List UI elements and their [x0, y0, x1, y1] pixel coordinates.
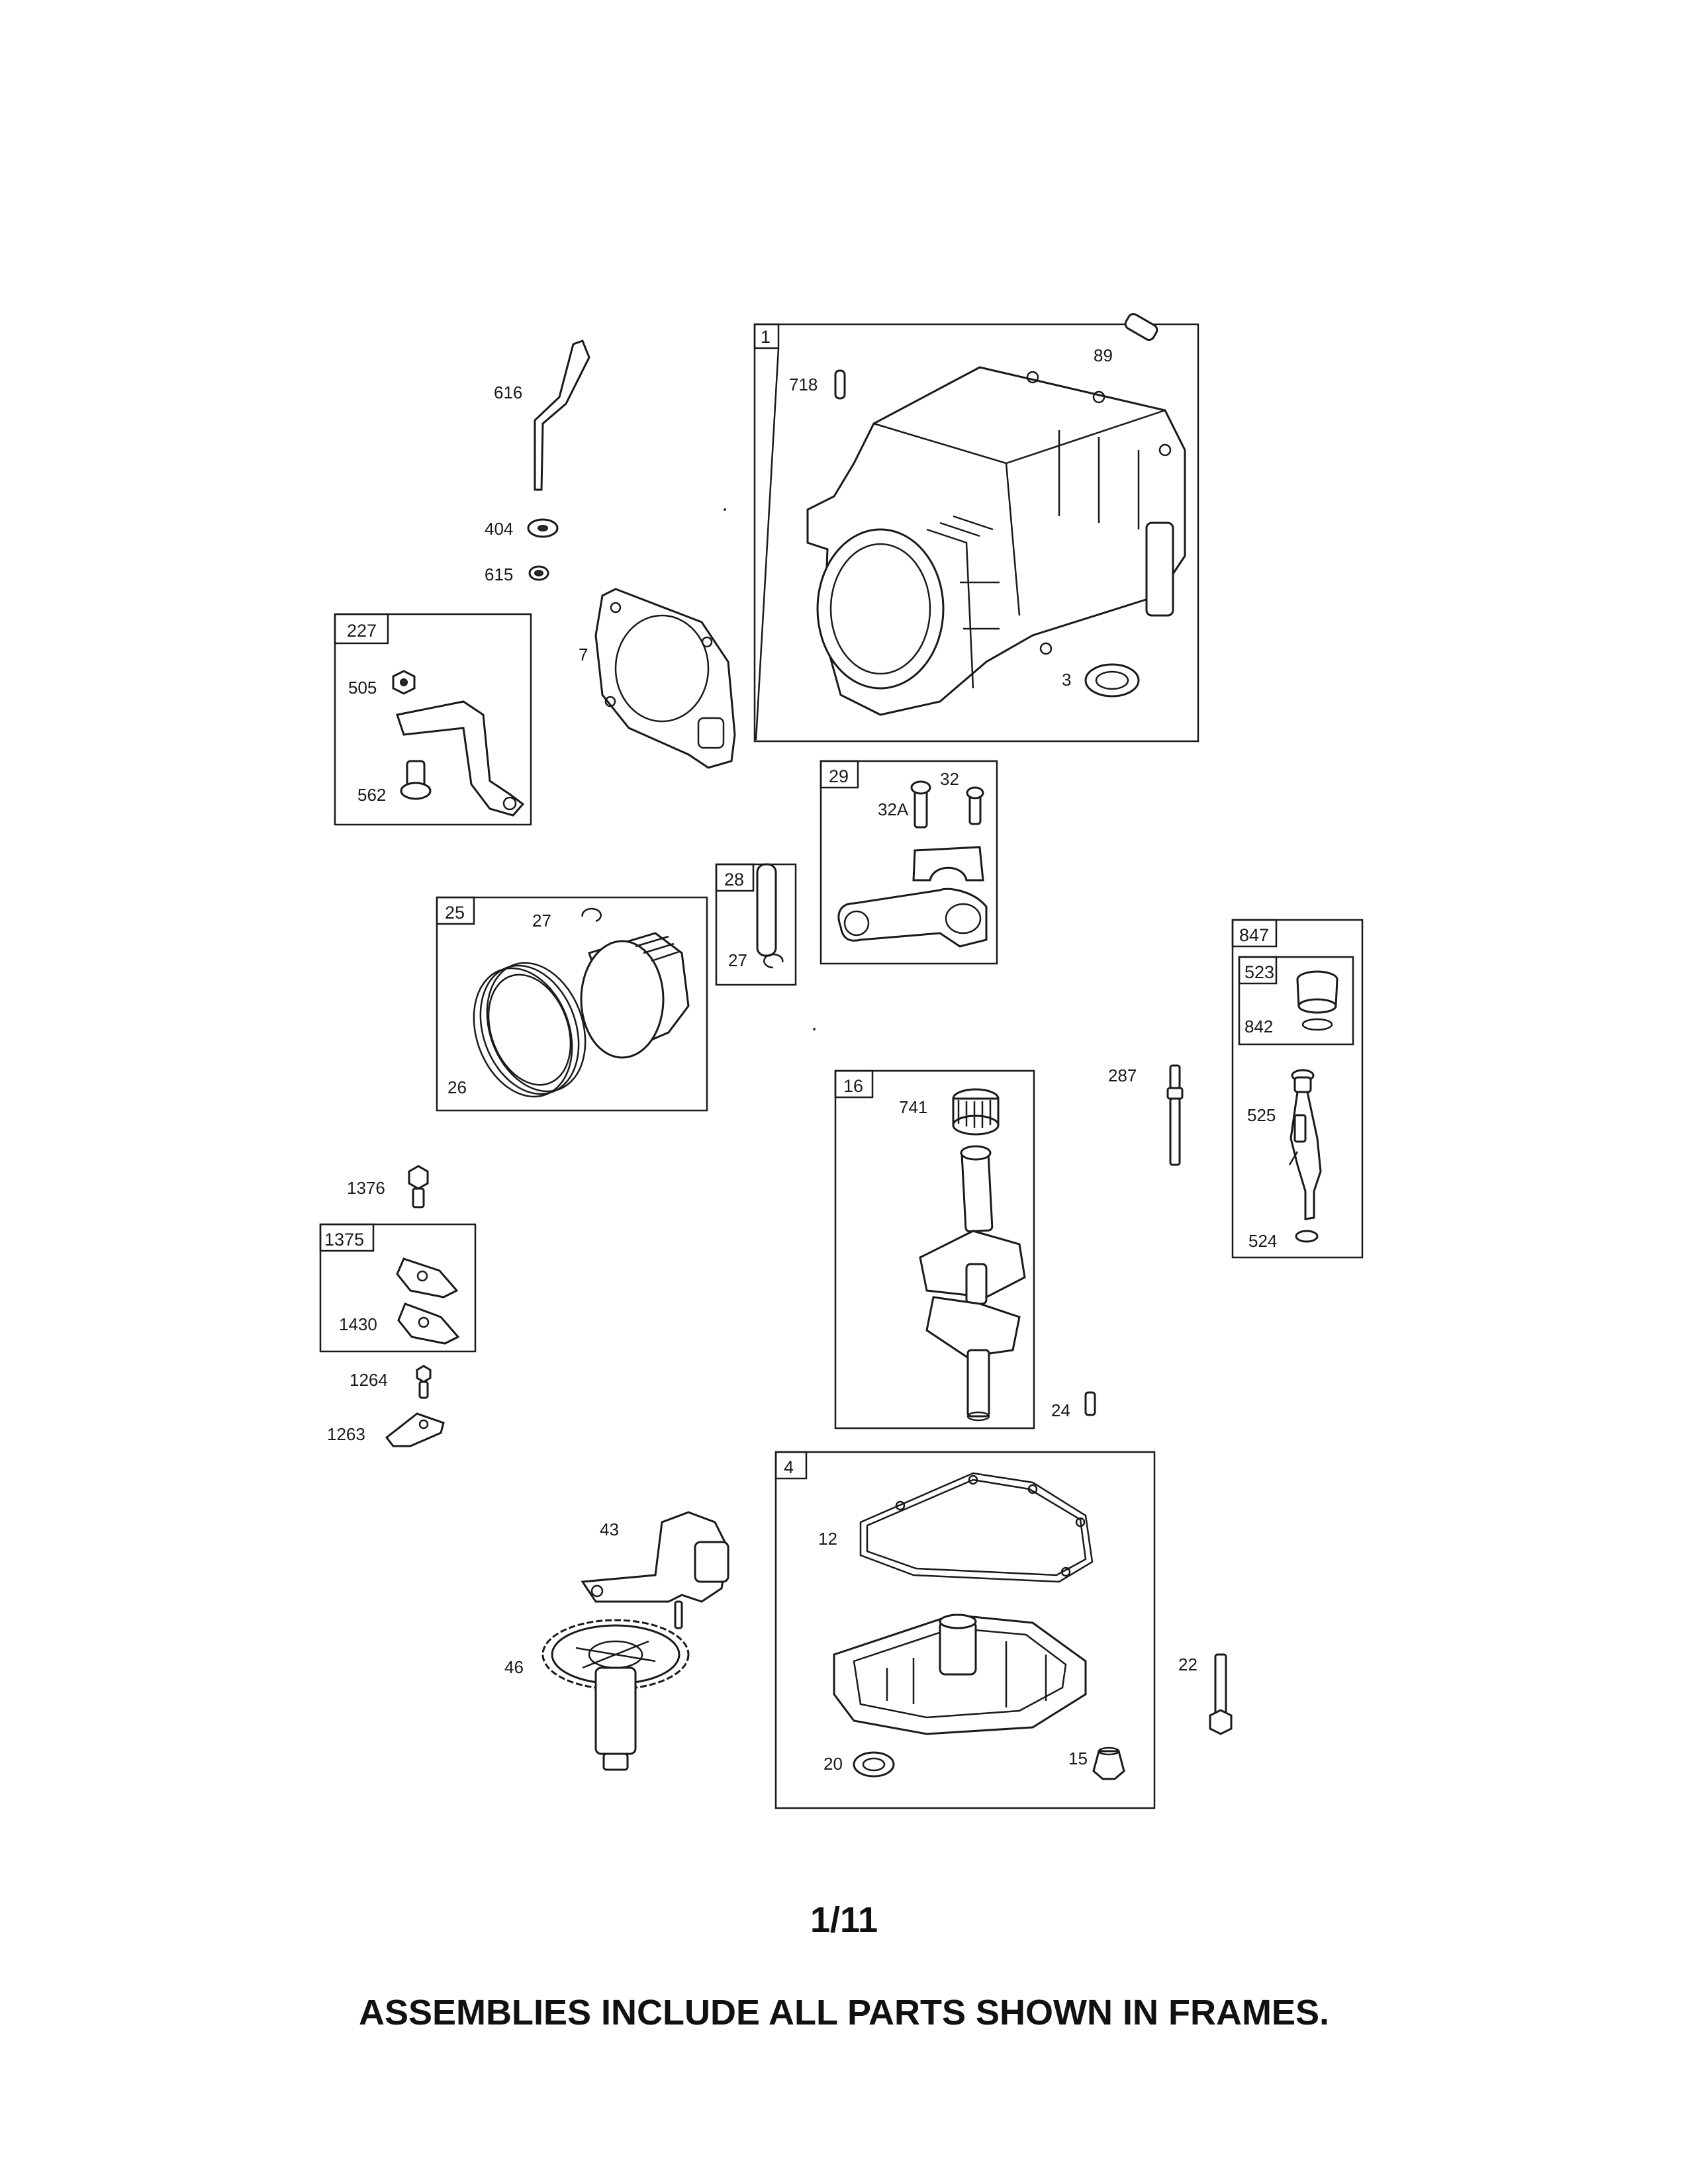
callout-3: 3 [1062, 670, 1071, 690]
callout-524: 524 [1248, 1231, 1277, 1251]
oil-seal-20 [853, 1751, 895, 1778]
callout-741: 741 [899, 1097, 927, 1117]
bolt-1376-group: 1376 [347, 1165, 429, 1208]
callout-1430: 1430 [339, 1314, 377, 1334]
stud-287-group: 287 [1108, 1064, 1184, 1166]
piston-rings-part [473, 962, 586, 1098]
camshaft-gear-46: 46 [504, 1619, 690, 1771]
frame-tag-1375: 1375 [324, 1230, 364, 1250]
frame-29-connecting-rod-assembly: 29 32A 32 [820, 760, 998, 965]
footer-note: ASSEMBLIES INCLUDE ALL PARTS SHOWN IN FR… [358, 1993, 1330, 2032]
frame-tag-1: 1 [761, 327, 771, 347]
callout-26: 26 [447, 1077, 467, 1097]
plug-15 [1092, 1750, 1125, 1780]
frame-16-crankshaft-assembly: 16 741 24 [834, 1069, 1096, 1430]
frame-28-piston-pin-assembly: 28 27 [715, 863, 797, 986]
callout-32: 32 [940, 769, 959, 789]
callout-842: 842 [1244, 1017, 1273, 1036]
frame-1-cylinder-assembly: 1 718 89 3 [753, 313, 1199, 743]
frame-1375-plate-assembly: 1375 1430 [319, 1223, 477, 1353]
callout-12: 12 [818, 1529, 837, 1549]
connecting-rod [837, 887, 988, 948]
callout-1263: 1263 [327, 1424, 365, 1444]
stud-287 [1169, 1064, 1181, 1089]
page-number: 1/11 [810, 1900, 878, 1940]
callout-89: 89 [1094, 345, 1113, 365]
cover-gasket-12 [859, 1472, 1094, 1583]
piston-part [580, 932, 690, 1059]
frame-tag-29: 29 [829, 766, 849, 786]
frame-tag-227: 227 [347, 621, 377, 641]
callout-32a: 32A [878, 799, 909, 819]
callout-15: 15 [1068, 1749, 1088, 1768]
callout-7: 7 [579, 645, 588, 664]
callout-24: 24 [1051, 1400, 1070, 1420]
frame-tag-847: 847 [1239, 925, 1269, 945]
bolt-22-group: 22 [1178, 1653, 1233, 1735]
rod-cap [912, 846, 984, 882]
dipstick-tube-part [1288, 1069, 1322, 1220]
callout-404: 404 [485, 519, 513, 539]
callout-562: 562 [357, 785, 386, 805]
governor-assembly-43: 43 [581, 1511, 729, 1629]
callout-46: 46 [504, 1657, 524, 1677]
callout-287: 287 [1108, 1066, 1137, 1085]
bolt-1376 [408, 1165, 429, 1190]
frame-847-dipstick-assembly: 847 523 842 525 524 [1231, 919, 1364, 1259]
retaining-ring-27a [581, 907, 602, 923]
callout-27a: 27 [532, 911, 551, 931]
dipstick-cap-part [1296, 970, 1338, 1031]
callout-615: 615 [485, 565, 513, 584]
plate-1263-group: 1263 [327, 1412, 445, 1447]
cylinder-block-part [806, 366, 1186, 716]
head-gasket-group: 7 [579, 588, 736, 769]
callout-1376: 1376 [347, 1178, 385, 1198]
frame-tag-28: 28 [724, 870, 744, 889]
frame-tag-4: 4 [784, 1457, 794, 1477]
callout-22: 22 [1178, 1655, 1197, 1674]
head-gasket-7 [594, 588, 736, 769]
key-24 [1084, 1391, 1096, 1416]
bolt-22 [1214, 1653, 1227, 1715]
callout-616: 616 [494, 383, 522, 402]
frame-tag-25: 25 [445, 903, 465, 923]
o-ring-524 [1295, 1230, 1319, 1243]
callout-525: 525 [1247, 1105, 1276, 1125]
dowel-pin-718 [834, 369, 846, 400]
dipstick-tube-group: 616 404 615 [485, 340, 590, 584]
callout-27b: 27 [728, 950, 747, 970]
callout-718: 718 [789, 375, 818, 394]
crank-gear-741 [952, 1088, 1000, 1136]
frame-4-crankcase-cover-assembly: 4 12 20 15 [774, 1451, 1156, 1809]
frame-tag-16: 16 [843, 1076, 863, 1096]
plate-1263 [385, 1412, 445, 1447]
callout-43: 43 [600, 1520, 619, 1539]
frame-tag-523: 523 [1244, 962, 1274, 982]
callout-20: 20 [823, 1754, 843, 1774]
callout-1264: 1264 [350, 1370, 388, 1390]
screw-1264 [416, 1365, 432, 1383]
frame-227-bracket-assembly: 227 505 562 [334, 613, 532, 826]
dipstick-tube-616 [534, 340, 590, 491]
crankcase-cover-part [833, 1614, 1087, 1735]
crankshaft-part [919, 1145, 1026, 1422]
piston-pin [756, 863, 777, 957]
frame-25-piston-assembly: 25 27 26 [436, 896, 708, 1112]
bracket-plate [396, 700, 525, 817]
breather-tube-89 [1124, 313, 1158, 341]
retaining-ring-27b [763, 953, 784, 969]
callout-505: 505 [348, 678, 377, 698]
screw-1264-group: 1264 [350, 1365, 432, 1399]
oil-seal-3 [1084, 663, 1140, 698]
